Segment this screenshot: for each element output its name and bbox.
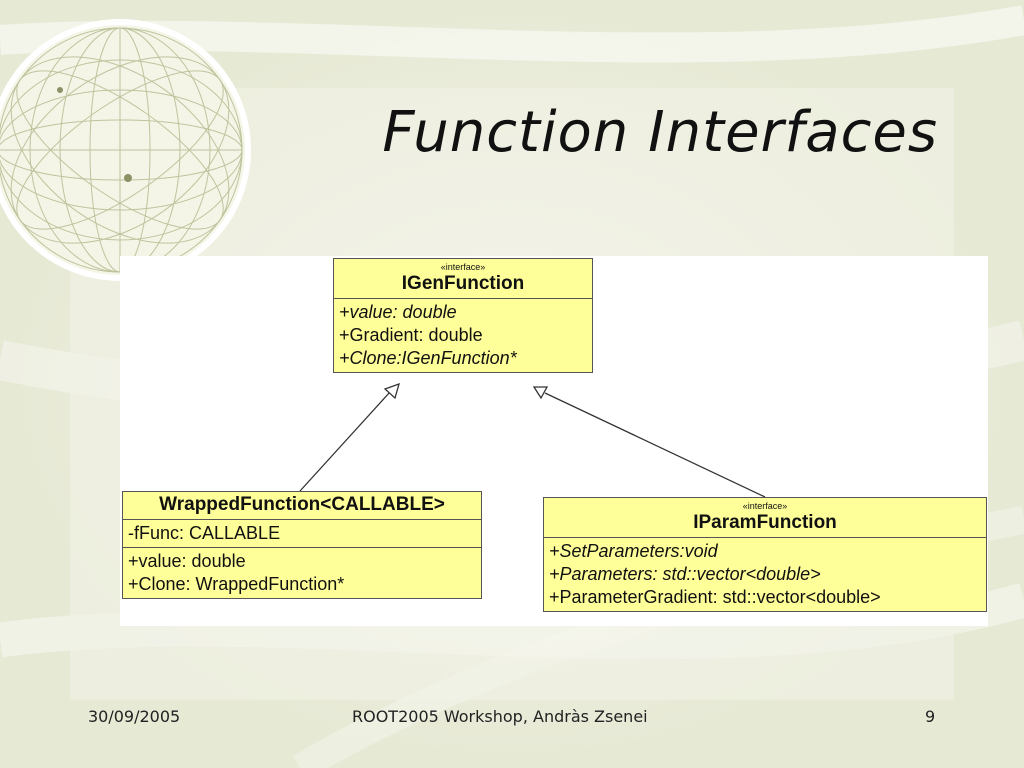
igenfunction-name: IGenFunction xyxy=(401,273,525,294)
igenfunction-class: «interface» IGenFunction +value: double … xyxy=(333,258,593,373)
igenfunction-member: +value: double xyxy=(339,302,457,322)
wrappedfunction-class: WrappedFunction<CALLABLE> -fFunc: CALLAB… xyxy=(122,491,482,599)
iparamfunction-class: «interface» IParamFunction +SetParameter… xyxy=(543,497,987,612)
iparamfunction-stereotype: «interface» xyxy=(742,501,788,511)
wrappedfunction-attribute: -fFunc: CALLABLE xyxy=(128,523,281,543)
footer-event: ROOT2005 Workshop, Andràs Zsenei xyxy=(352,707,648,726)
iparamfunction-member: +Parameters: std::vector<double> xyxy=(549,564,821,584)
uml-class-diagram: «interface» IGenFunction +value: double … xyxy=(120,256,988,626)
iparamfunction-member: +ParameterGradient: std::vector<double> xyxy=(549,587,881,607)
wrappedfunction-attributes: -fFunc: CALLABLE xyxy=(123,520,481,547)
wrappedfunction-method: +Clone: WrappedFunction* xyxy=(128,574,345,594)
iparamfunction-members: +SetParameters:void +Parameters: std::ve… xyxy=(544,538,986,611)
wrapped-to-igen-arrowhead xyxy=(383,382,400,400)
iparamfunction-member: +SetParameters:void xyxy=(549,541,718,561)
igenfunction-stereotype: «interface» xyxy=(440,262,486,272)
iparamfunction-header: «interface» IParamFunction xyxy=(544,498,986,538)
wrapped-to-igen-link xyxy=(299,391,391,492)
inheritance-links xyxy=(299,382,766,498)
iparamfunction-name: IParamFunction xyxy=(693,512,837,533)
wrappedfunction-methods: +value: double +Clone: WrappedFunction* xyxy=(123,547,481,598)
igenfunction-member: +Clone:IGenFunction* xyxy=(339,348,517,368)
iparam-to-igen-link xyxy=(544,392,766,498)
iparam-to-igen-arrowhead xyxy=(532,386,549,400)
wrappedfunction-header: WrappedFunction<CALLABLE> xyxy=(123,492,481,520)
igenfunction-members: +value: double +Gradient: double +Clone:… xyxy=(334,299,592,372)
igenfunction-header: «interface» IGenFunction xyxy=(334,259,592,299)
wrappedfunction-name: WrappedFunction<CALLABLE> xyxy=(159,494,445,515)
slide-title: Function Interfaces xyxy=(382,100,938,165)
igenfunction-member: +Gradient: double xyxy=(339,325,483,345)
footer-page-number: 9 xyxy=(925,707,936,726)
footer-date: 30/09/2005 xyxy=(88,707,181,726)
wrappedfunction-method: +value: double xyxy=(128,551,246,571)
